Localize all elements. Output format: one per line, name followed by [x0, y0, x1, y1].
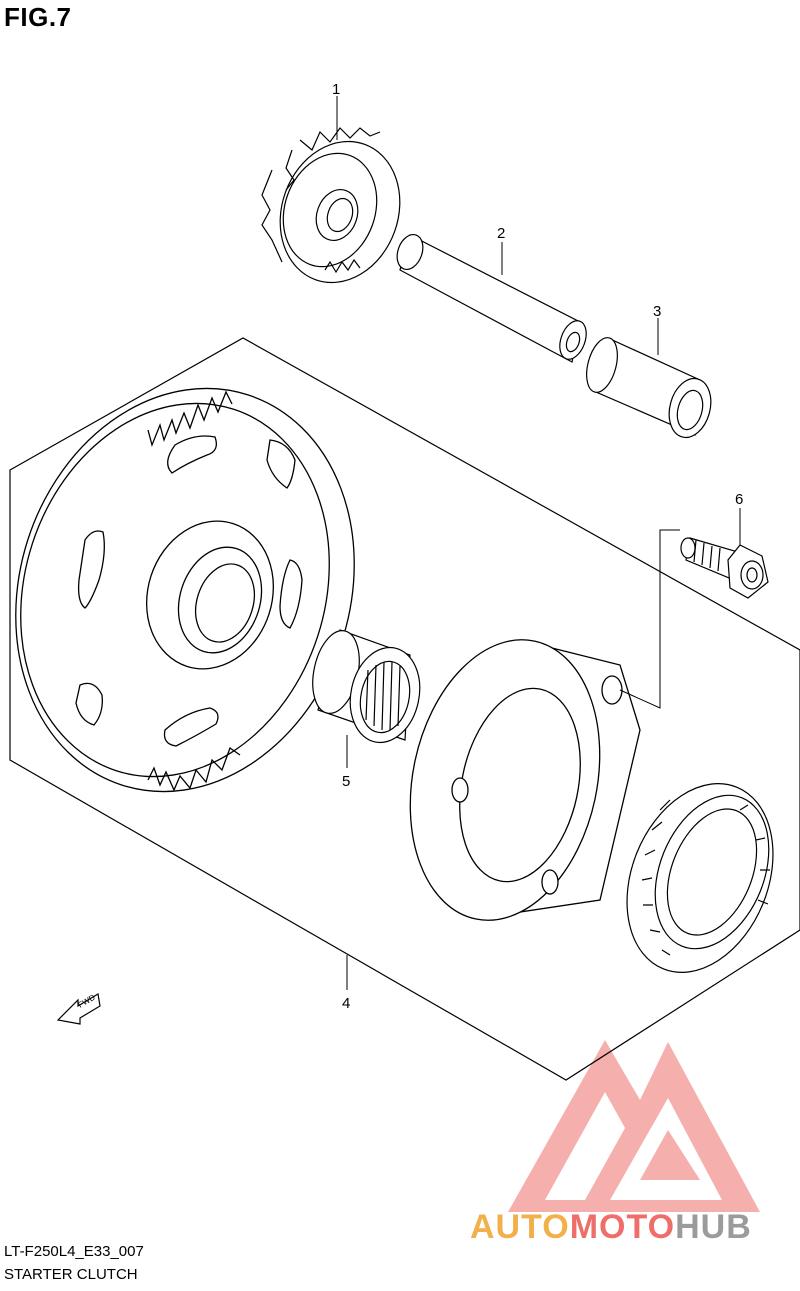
callout-6: 6 — [735, 491, 743, 508]
diagram-caption: STARTER CLUTCH — [4, 1266, 138, 1283]
fwd-arrow-icon — [56, 993, 101, 1025]
part-1-gear — [261, 127, 401, 284]
assembly-outline — [9, 337, 800, 1081]
watermark-part-moto: MOTO — [569, 1208, 676, 1246]
part-2-shaft — [396, 233, 587, 363]
part-4-starter-gear — [15, 387, 355, 793]
watermark-part-auto: AUTO — [470, 1208, 570, 1246]
watermark-brand: AUTOMOTOHUB — [470, 1208, 752, 1247]
part-4-one-way-clutch — [626, 783, 774, 973]
part-3-spacer — [586, 337, 712, 439]
watermark-logo-icon — [508, 1040, 760, 1212]
part-4-clutch-housing — [409, 639, 641, 921]
leader-lines — [336, 96, 741, 990]
part-6-bolt — [619, 529, 769, 709]
callout-2: 2 — [497, 225, 505, 242]
figure-title: FIG.7 — [4, 2, 72, 32]
diagram-code: LT-F250L4_E33_007 — [4, 1243, 144, 1260]
part-5-needle-bearing — [312, 629, 421, 744]
callout-4: 4 — [342, 995, 350, 1012]
callout-3: 3 — [653, 303, 661, 320]
watermark-part-hub: HUB — [675, 1208, 752, 1246]
callout-1: 1 — [332, 81, 340, 98]
callout-5: 5 — [342, 773, 350, 790]
